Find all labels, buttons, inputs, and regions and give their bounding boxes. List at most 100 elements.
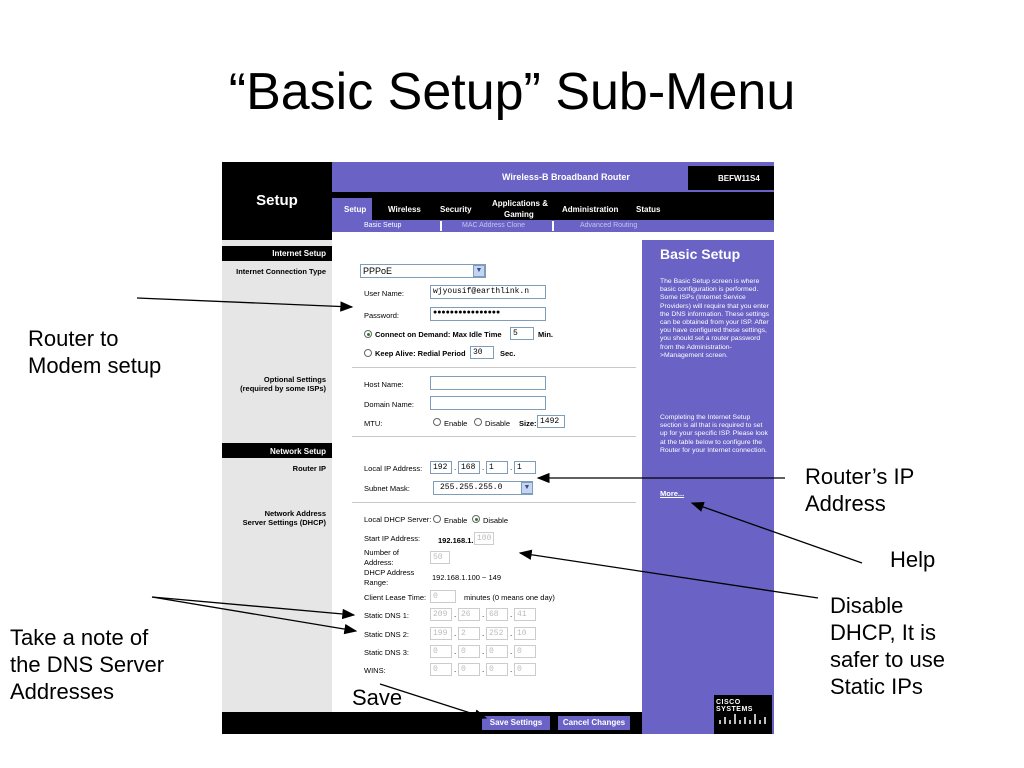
connection-type-value: PPPoE xyxy=(363,266,393,276)
cancel-changes-button[interactable]: Cancel Changes xyxy=(558,716,630,730)
start-ip-input[interactable]: 100 xyxy=(474,532,494,545)
annotation-text: Address xyxy=(805,491,886,516)
subtab-basic-setup[interactable]: Basic Setup xyxy=(364,222,402,229)
ip-dot: . xyxy=(510,610,513,619)
ip-dot: . xyxy=(482,665,485,674)
arrow-dns-1 xyxy=(151,596,356,620)
tab-security[interactable]: Security xyxy=(440,205,472,214)
annotation-text: Disable xyxy=(830,593,904,618)
annotation-text: safer to use xyxy=(830,647,945,672)
start-ip-prefix: 192.168.1. xyxy=(438,536,474,545)
label-domain-name: Domain Name: xyxy=(364,400,415,409)
wins-octet-1[interactable]: 0 xyxy=(430,663,452,676)
tab-status[interactable]: Status xyxy=(636,205,661,214)
dns1-octet-1[interactable]: 209 xyxy=(430,608,452,621)
label-mtu-disable: Disable xyxy=(485,419,511,428)
label-dns2: Static DNS 2: xyxy=(364,630,410,639)
dns3-octet-1[interactable]: 0 xyxy=(430,645,452,658)
mtu-disable-radio[interactable] xyxy=(474,418,482,426)
domain-name-input[interactable] xyxy=(430,396,546,410)
wins-octet-2[interactable]: 0 xyxy=(458,663,480,676)
subtab-mac-clone[interactable]: MAC Address Clone xyxy=(462,222,526,229)
annotation-disable-dhcp: Disable DHCP, It is safer to use Static … xyxy=(830,592,945,700)
label-connection-type: Internet Connection Type xyxy=(236,267,326,276)
help-paragraph-2: Completing the Internet Setup section is… xyxy=(660,414,768,454)
dns1-octet-2[interactable]: 26 xyxy=(458,608,480,621)
idle-time-input[interactable]: 5 xyxy=(510,327,534,340)
lease-time-input[interactable]: 0 xyxy=(430,590,456,603)
local-ip-octet-2[interactable]: 168 xyxy=(458,461,480,474)
annotation-router-modem: Router to Modem setup xyxy=(28,325,161,379)
dns3-octet-2[interactable]: 0 xyxy=(458,645,480,658)
annotation-text: Router to xyxy=(28,326,119,351)
cisco-logo-text: Cisco Systems xyxy=(716,699,753,713)
dns2-octet-3[interactable]: 252 xyxy=(486,627,508,640)
annotation-help: Help xyxy=(890,547,936,572)
tab-setup[interactable]: Setup xyxy=(344,205,367,214)
password-input[interactable]: ●●●●●●●●●●●●●●●● xyxy=(430,307,546,321)
section-header-internet-setup xyxy=(222,246,332,261)
mtu-size-input[interactable]: 1492 xyxy=(537,415,565,428)
arrow-dns-2 xyxy=(151,596,358,635)
save-settings-button[interactable]: Save Settings xyxy=(482,716,550,730)
ip-dot: . xyxy=(454,629,457,638)
label-wins: WINS: xyxy=(364,666,386,675)
label-user-name: User Name: xyxy=(364,289,405,298)
local-ip-octet-1[interactable]: 192 xyxy=(430,461,452,474)
label-keep-alive: Keep Alive: Redial Period xyxy=(375,349,466,358)
keep-alive-radio[interactable] xyxy=(364,349,372,357)
dhcp-range-value: 192.168.1.100 ~ 149 xyxy=(432,573,502,582)
connect-on-demand-radio[interactable] xyxy=(364,330,372,338)
dns2-octet-1[interactable]: 199 xyxy=(430,627,452,640)
host-name-input[interactable] xyxy=(430,376,546,390)
ip-dot: . xyxy=(482,647,485,656)
annotation-save: Save xyxy=(352,685,403,710)
number-addresses-input[interactable]: 50 xyxy=(430,551,450,564)
label-dhcp-settings: Server Settings (DHCP) xyxy=(242,518,326,527)
dns2-octet-4[interactable]: 10 xyxy=(514,627,536,640)
tab-applications-gaming-line2[interactable]: Gaming xyxy=(504,210,534,219)
help-more-link[interactable]: More... xyxy=(660,489,685,498)
label-optional-settings: Optional Settings xyxy=(263,375,326,384)
local-ip-octet-4[interactable]: 1 xyxy=(514,461,536,474)
label-mtu-enable: Enable xyxy=(444,419,468,428)
chevron-down-icon[interactable]: ▼ xyxy=(473,265,485,277)
annotation-text: the DNS Server xyxy=(10,652,165,677)
annotation-text: Router’s IP xyxy=(805,464,915,489)
tab-applications-gaming[interactable]: Applications & xyxy=(492,199,549,208)
annotation-text: Addresses xyxy=(10,679,114,704)
label-optional-settings-note: (required by some ISPs) xyxy=(240,384,326,393)
lease-time-note: minutes (0 means one day) xyxy=(464,593,555,602)
label-host-name: Host Name: xyxy=(364,380,404,389)
mtu-enable-radio[interactable] xyxy=(433,418,441,426)
arrow-disable-dhcp xyxy=(518,549,819,599)
user-name-input[interactable]: wjyousif@earthlink.n xyxy=(430,285,546,299)
ip-dot: . xyxy=(454,665,457,674)
label-dhcp-server: Local DHCP Server: xyxy=(364,515,432,524)
tab-administration[interactable]: Administration xyxy=(562,205,619,214)
connection-type-select[interactable]: PPPoE xyxy=(360,264,486,278)
label-redial-unit: Sec. xyxy=(500,349,516,358)
dns1-octet-3[interactable]: 68 xyxy=(486,608,508,621)
wins-octet-4[interactable]: 0 xyxy=(514,663,536,676)
subtab-advanced-routing[interactable]: Advanced Routing xyxy=(580,222,638,229)
header-left-panel xyxy=(222,162,332,240)
local-ip-octet-3[interactable]: 1 xyxy=(486,461,508,474)
redial-period-input[interactable]: 30 xyxy=(470,346,494,359)
dhcp-disable-radio[interactable] xyxy=(472,515,480,523)
footer-left xyxy=(222,712,332,734)
model-badge xyxy=(688,166,774,190)
dns2-octet-2[interactable]: 2 xyxy=(458,627,480,640)
dns3-octet-3[interactable]: 0 xyxy=(486,645,508,658)
dhcp-enable-radio[interactable] xyxy=(433,515,441,523)
label-dhcp-enable: Enable xyxy=(444,516,468,525)
tab-wireless[interactable]: Wireless xyxy=(388,205,421,214)
chevron-down-icon[interactable]: ▼ xyxy=(521,482,533,494)
dns1-octet-4[interactable]: 41 xyxy=(514,608,536,621)
ip-dot: . xyxy=(482,463,485,472)
label-mtu: MTU: xyxy=(364,419,383,428)
label-idle-unit: Min. xyxy=(538,330,553,339)
dns3-octet-4[interactable]: 0 xyxy=(514,645,536,658)
wins-octet-3[interactable]: 0 xyxy=(486,663,508,676)
